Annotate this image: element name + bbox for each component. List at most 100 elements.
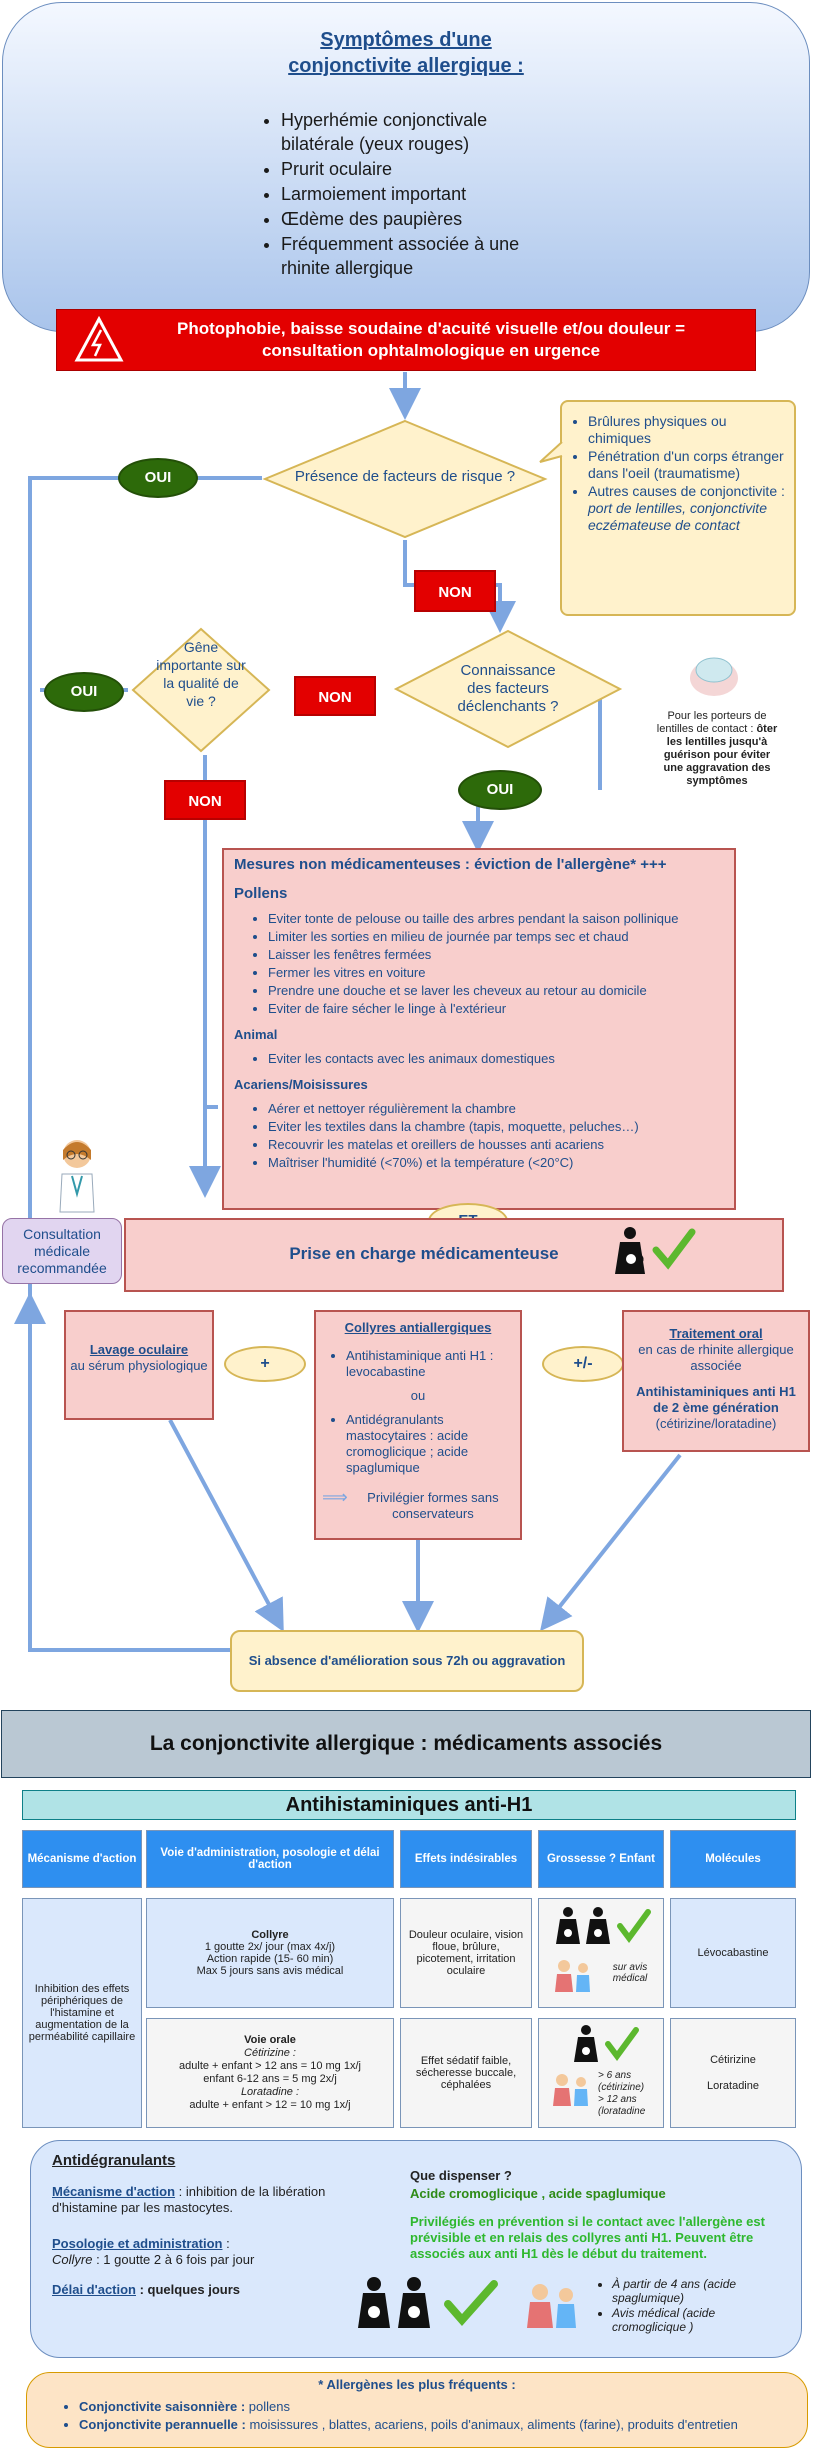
urgent-line1: Photophobie, baisse soudaine d'acuité vi…: [177, 319, 685, 338]
oui-badge-quality: OUI: [44, 672, 124, 712]
decision-quality-of-life: [131, 627, 271, 753]
doctor-icon: [59, 1140, 95, 1213]
urgent-banner: Photophobie, baisse soudaine d'acuité vi…: [56, 309, 756, 371]
warning-icon: [74, 316, 124, 362]
pregnancy-oral-cell: [538, 2018, 664, 2128]
acariens-item: Aérer et nettoyer régulièrement la chamb…: [268, 1100, 724, 1117]
non-medical-measures-panel: Mesures non médicamenteuses : éviction d…: [222, 848, 736, 1210]
decision-quality-label: Gêne importante sur la qualité de vie ?: [156, 639, 246, 709]
animal-item: Eviter les contacts avec les animaux dom…: [268, 1050, 724, 1067]
route-collyre-cell: Collyre 1 goutte 2x/ jour (max 4x/j) Act…: [146, 1898, 394, 2008]
pollens-list: Eviter tonte de pelouse ou taille des ar…: [234, 910, 724, 1017]
antideg-age-list: À partir de 4 ans (acide spaglumique) Av…: [598, 2276, 788, 2335]
non-badge-risk: NON: [414, 570, 496, 612]
animal-heading: Animal: [234, 1027, 278, 1042]
header-route: Voie d'administration, posologie et déla…: [146, 1830, 394, 1888]
pollen-item: Fermer les vitres en voiture: [268, 964, 724, 981]
decision-triggers-label: Connaissance des facteurs déclenchants ?: [457, 662, 559, 715]
age-item: Avis médical (acide cromoglicique ): [612, 2306, 788, 2334]
consult-box: Consultation médicale recommandée: [2, 1218, 122, 1284]
pregnancy-oral-note: > 6 ans (cétirizine) > 12 ans (loratadin…: [598, 2070, 646, 2117]
route-oral-cell: Voie orale Cétirizine : adulte + enfant …: [146, 2018, 394, 2128]
non-badge-triggers: NON: [294, 676, 376, 716]
lavage-title: Lavage oculaire: [89, 1342, 189, 1357]
symptoms-list: Hyperhémie conjonctivale bilatérale (yeu…: [263, 107, 563, 281]
collyres-box: Collyres antiallergiques Antihistaminiqu…: [314, 1310, 522, 1540]
molecule-collyre-cell: Lévocabastine: [670, 1898, 796, 2008]
oral-molecules: (cétirizine/loratadine): [655, 1416, 777, 1431]
symptom-item: Hyperhémie conjonctivale bilatérale (yeu…: [281, 108, 563, 156]
oui-badge-risk: OUI: [118, 458, 198, 498]
urgent-line2: consultation ophtalmologique en urgence: [261, 341, 601, 360]
pollen-item: Eviter de faire sécher le linge à l'exté…: [268, 1000, 724, 1017]
symptoms-title-line1: Symptômes d'une: [320, 29, 492, 51]
decision-triggers: [393, 629, 623, 749]
acariens-item: Recouvrir les matelas et oreillers de ho…: [268, 1136, 724, 1153]
pollens-heading: Pollens: [234, 885, 288, 902]
pollen-item: Prendre une douche et se laver les cheve…: [268, 982, 724, 999]
pregnancy-ok-icons-row1: [556, 1907, 651, 1944]
antideg-delay: Délai d'action : quelques jours: [52, 2282, 241, 2297]
children-icon: [527, 2284, 576, 2328]
pregnant-woman-icon: [615, 1227, 645, 1274]
check-icon: [652, 1228, 696, 1270]
non-badge-quality: NON: [164, 780, 246, 820]
header-mechanism: Mécanisme d'action: [22, 1830, 142, 1888]
pollen-item: Laisser les fenêtres fermées: [268, 946, 724, 963]
no-improvement-box: Si absence d'amélioration sous 72h ou ag…: [230, 1630, 584, 1692]
contact-lens-icon: [690, 657, 738, 696]
symptom-item: Fréquemment associée à une rhinite aller…: [281, 232, 563, 280]
plus-connector: +: [224, 1346, 306, 1382]
acariens-list: Aérer et nettoyer régulièrement la chamb…: [234, 1100, 724, 1171]
header-molecules: Molécules: [670, 1830, 796, 1888]
plusminus-connector: +/-: [542, 1346, 624, 1382]
decision-risk-label: Présence de facteurs de risque ?: [294, 468, 516, 485]
acariens-item: Eviter les textiles dans la chambre (tap…: [268, 1118, 724, 1135]
mechanism-cell: Inhibition des effets périphériques de l…: [22, 1898, 142, 2128]
decision-risk-factors: [262, 419, 548, 539]
molecule-oral-cell: Cétirizine Loratadine: [670, 2018, 796, 2128]
header-pregnancy: Grossesse ? Enfant: [538, 1830, 664, 1888]
effects-collyre-cell: Douleur oculaire, vision floue, brûlure,…: [400, 1898, 532, 2008]
antideg-prevention: Privilégiés en prévention si le contact …: [410, 2214, 765, 2261]
collyres-note: Privilégier formes sans conservateurs: [367, 1490, 499, 1521]
allergen-item: Conjonctivite saisonnière : pollens: [79, 2398, 795, 2415]
lavage-box: Lavage oculaire au sérum physiologique: [64, 1310, 214, 1420]
lens-note: Pour les porteurs de lentilles de contac…: [656, 710, 778, 787]
pregnancy-ok-icons-antideg: [358, 2277, 498, 2328]
symptoms-title-line2: conjonctivite allergique :: [288, 55, 524, 77]
age-item: À partir de 4 ans (acide spaglumique): [612, 2277, 788, 2305]
risk-item-other: Autres causes de conjonctivite : port de…: [588, 483, 786, 534]
symptom-item: Prurit oculaire: [281, 157, 563, 181]
oral-treatment-box: Traitement oral en cas de rhinite allerg…: [622, 1310, 810, 1452]
effects-oral-cell: Effet sédatif faible, sécheresse buccale…: [400, 2018, 532, 2128]
collyres-item: Antidégranulants mastocytaires : acide c…: [346, 1412, 514, 1476]
children-icon: [555, 1960, 590, 1992]
non-medical-title: Mesures non médicamenteuses : éviction d…: [234, 856, 667, 873]
dispense-question: Que dispenser ?: [410, 2168, 512, 2183]
arrow-right-icon: ⟹: [322, 1487, 348, 1507]
risk-item: Pénétration d'un corps étranger dans l'o…: [588, 448, 786, 482]
medical-care-title: Prise en charge médicamenteuse: [289, 1244, 559, 1263]
risk-item: Brûlures physiques ou chimiques: [588, 413, 786, 447]
pollen-item: Limiter les sorties en milieu de journée…: [268, 928, 724, 945]
pollen-item: Eviter tonte de pelouse ou taille des ar…: [268, 910, 724, 927]
pregnancy-collyre-note: sur avis médical: [612, 1962, 648, 1984]
symptom-item: Œdème des paupières: [281, 207, 563, 231]
pregnancy-ok-icons-row2: [574, 2025, 639, 2062]
callout-pointer: [539, 441, 563, 463]
allergens-title: * Allergènes les plus fréquents :: [318, 2377, 516, 2392]
medications-banner: La conjonctivite allergique : médicament…: [1, 1710, 811, 1778]
collyres-title: Collyres antiallergiques: [344, 1320, 492, 1335]
antideg-title: Antidégranulants: [52, 2152, 176, 2169]
oral-class: Antihistaminiques anti H1 de 2 ème génér…: [636, 1384, 796, 1415]
oral-sub: en cas de rhinite allergique associée: [638, 1342, 794, 1373]
collyres-or: ou: [410, 1388, 426, 1403]
symptoms-panel: Symptômes d'une conjonctivite allergique…: [2, 2, 810, 332]
animal-list: Eviter les contacts avec les animaux dom…: [234, 1050, 724, 1067]
header-effects: Effets indésirables: [400, 1830, 532, 1888]
oral-title: Traitement oral: [669, 1326, 763, 1341]
allergen-item: Conjonctivite perannuelle : moisissures …: [79, 2416, 795, 2433]
children-icon: [553, 2074, 588, 2106]
collyres-item: Antihistaminique anti H1 : levocabastine: [346, 1348, 514, 1380]
